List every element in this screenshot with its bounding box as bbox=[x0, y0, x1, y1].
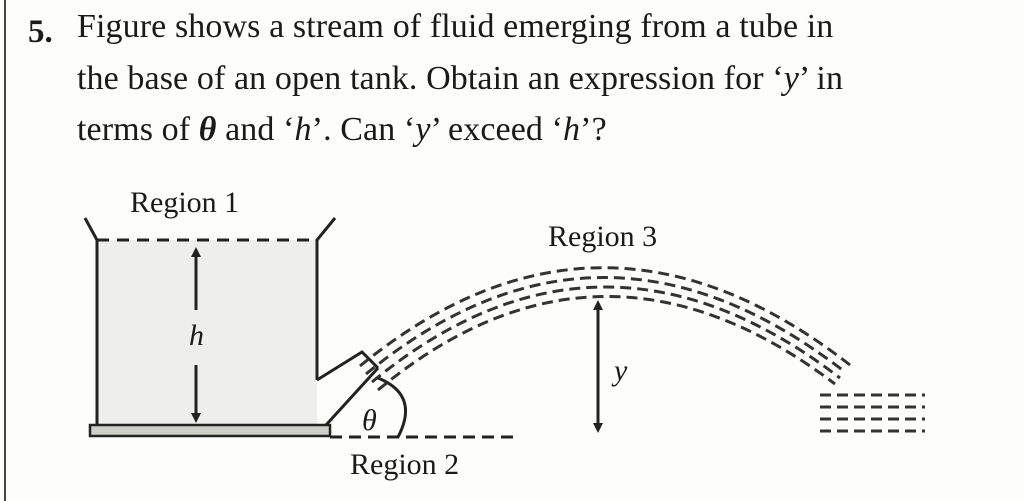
text: terms of bbox=[77, 111, 199, 148]
h-label: h bbox=[189, 319, 204, 352]
text: the base of an open tank. Obtain an expr… bbox=[77, 60, 784, 97]
text: ’. Can ‘ bbox=[311, 111, 416, 148]
theta-label: θ bbox=[362, 404, 377, 437]
var-y: y bbox=[415, 111, 431, 148]
region-2-label: Region 2 bbox=[350, 448, 459, 481]
region-1-label: Region 1 bbox=[130, 186, 239, 219]
region-3-label: Region 3 bbox=[548, 220, 657, 253]
fluid-stream bbox=[359, 266, 925, 433]
question-number: 5. bbox=[28, 14, 53, 50]
question-line-1: Figure shows a stream of fluid emerging … bbox=[77, 8, 834, 45]
angle-arc bbox=[330, 376, 515, 439]
question-line-3: terms of θ and ‘h’. Can ‘y’ exceed ‘h’? bbox=[77, 111, 607, 149]
text: ’ exceed ‘ bbox=[430, 111, 564, 148]
page-edge bbox=[4, 0, 6, 501]
var-y: y bbox=[783, 60, 799, 97]
tank bbox=[83, 217, 380, 438]
question-line-2: the base of an open tank. Obtain an expr… bbox=[77, 60, 843, 98]
var-theta: θ bbox=[198, 111, 217, 148]
text: ’ in bbox=[798, 60, 844, 97]
text: and ‘ bbox=[216, 111, 295, 148]
var-h: h bbox=[294, 111, 312, 148]
var-h: h bbox=[563, 111, 581, 148]
y-label: y bbox=[611, 354, 628, 387]
text: ’? bbox=[580, 111, 607, 148]
